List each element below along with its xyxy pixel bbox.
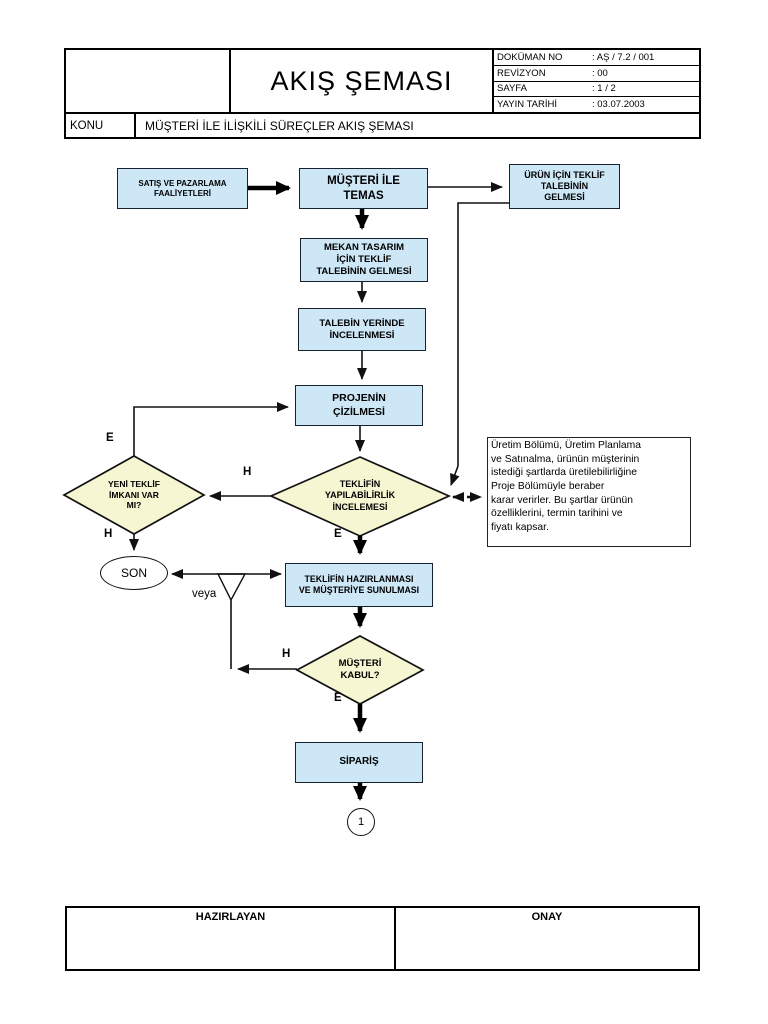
decision-yapilabilirlik-label: TEKLİFİN YAPILABİLİRLİK İNCELEMESİ (324, 479, 396, 512)
info-label: SAYFA (497, 83, 527, 95)
branch-label-hayir: H (243, 466, 252, 478)
header-top-row: AKIŞ ŞEMASI DOKÜMAN NO : AŞ / 7.2 / 001 … (66, 50, 699, 114)
info-label: DOKÜMAN NO (497, 51, 563, 63)
info-value: : AŞ / 7.2 / 001 (592, 51, 655, 63)
info-label: REVİZYON (497, 67, 546, 79)
info-value: : 03.07.2003 (592, 99, 645, 111)
logo-cell (66, 50, 231, 112)
hazirlayan-cell: HAZIRLAYAN (67, 908, 396, 969)
thin-arrows (129, 182, 509, 674)
approval-table: HAZIRLAYAN ONAY (65, 906, 700, 971)
node-mekan-tasarim: MEKAN TASARIM İÇİN TEKLİF TALEBİNİN GELM… (300, 238, 428, 282)
branch-label-evet: E (106, 432, 114, 444)
annotation-note: Üretim Bölümü, Üretim Planlama ve Satına… (487, 437, 691, 547)
thick-arrows (248, 181, 369, 801)
node-urun-icin-teklif: ÜRÜN İÇİN TEKLİF TALEBİNİN GELMESİ (509, 164, 620, 209)
info-row-sayfa: SAYFA : 1 / 2 (494, 82, 699, 98)
decision-musteri-kabul-label: MÜŞTERİ KABUL? (338, 658, 382, 681)
node-teklifin-hazirlanmasi: TEKLİFİN HAZIRLANMASI VE MÜŞTERİYE SUNUL… (285, 563, 433, 607)
info-value: : 1 / 2 (592, 83, 616, 95)
branch-label-evet: E (334, 692, 342, 704)
decision-yeni-teklif-label: YENİ TEKLİF İMKANI VAR MI? (108, 479, 160, 511)
branch-label-hayir: H (282, 648, 291, 660)
branch-label-hayir: H (104, 528, 113, 540)
onay-cell: ONAY (531, 911, 563, 923)
or-junction-triangle (216, 573, 247, 602)
node-projenin-cizilmesi: PROJENİN ÇİZİLMESİ (295, 385, 423, 426)
konu-label: KONU (66, 114, 136, 137)
terminator-son: SON (100, 556, 168, 590)
document-info-table: DOKÜMAN NO : AŞ / 7.2 / 001 REVİZYON : 0… (494, 50, 699, 112)
info-row-revizyon: REVİZYON : 00 (494, 66, 699, 82)
info-row-dokuman-no: DOKÜMAN NO : AŞ / 7.2 / 001 (494, 50, 699, 66)
info-label: YAYIN TARİHİ (497, 99, 558, 111)
node-satis-pazarlama: SATIŞ VE PAZARLAMA FAALİYETLERİ (117, 168, 248, 209)
konu-row: KONU MÜŞTERİ İLE İLİŞKİLİ SÜREÇLER AKIŞ … (66, 114, 699, 137)
konu-value: MÜŞTERİ İLE İLİŞKİLİ SÜREÇLER AKIŞ ŞEMAS… (145, 118, 414, 133)
offpage-connector-1: 1 (347, 808, 375, 836)
document-header: AKIŞ ŞEMASI DOKÜMAN NO : AŞ / 7.2 / 001 … (64, 48, 701, 139)
node-siparis: SİPARİŞ (295, 742, 423, 783)
or-label-veya: veya (192, 588, 217, 600)
node-talebin-yerinde: TALEBİN YERİNDE İNCELENMESİ (298, 308, 426, 351)
info-row-yayin-tarihi: YAYIN TARİHİ : 03.07.2003 (494, 97, 699, 112)
node-musteri-ile-temas: MÜŞTERİ İLE TEMAS (299, 168, 428, 209)
branch-label-evet: E (334, 528, 342, 540)
page-title: AKIŞ ŞEMASI (231, 50, 494, 112)
info-value: : 00 (592, 67, 608, 79)
